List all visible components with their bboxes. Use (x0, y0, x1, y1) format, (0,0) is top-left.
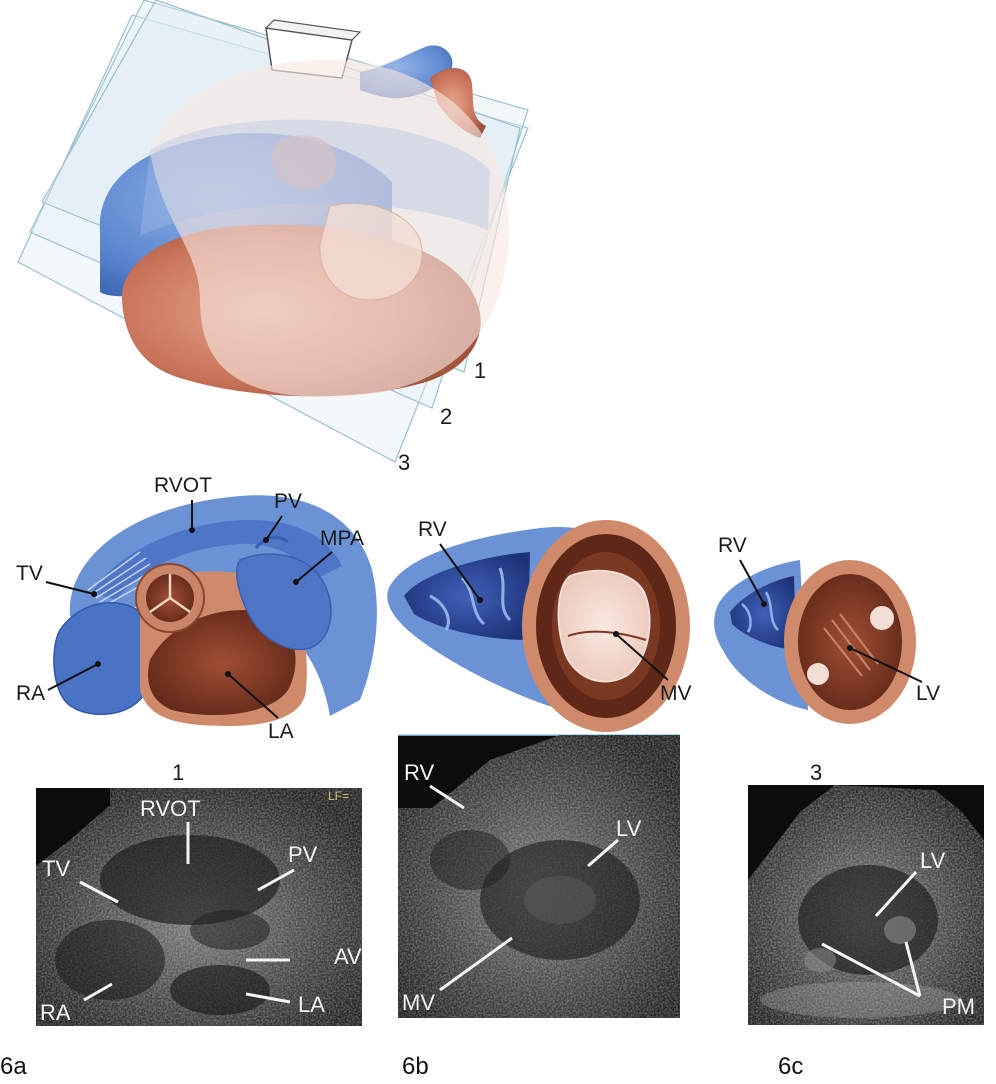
echo-6b-label-mv: MV (402, 990, 435, 1015)
echo-6a-label-rvot: RVOT (140, 796, 201, 821)
label-rv-3: RV (718, 534, 747, 557)
echo-panel-6c: LV PM 6c (748, 785, 984, 1080)
plane-number-1: 1 (474, 358, 486, 383)
mitral-valve-2 (559, 571, 650, 682)
heart-3d-illustration: 1 2 3 (18, 0, 528, 475)
cross-section-3: RV LV 3 (714, 534, 940, 785)
echo-6a-label-pv: PV (288, 842, 318, 867)
plane-number-2: 2 (440, 404, 452, 429)
label-lv-3: LV (916, 682, 940, 705)
lv-cavity-3 (798, 574, 902, 710)
cross-section-1: RVOT PV MPA TV RA LA 1 (16, 474, 377, 785)
label-rv-2: RV (418, 518, 447, 541)
echo-6a-corner-text: LF= (328, 789, 349, 803)
echo-6b-label-rv: RV (404, 760, 434, 785)
section-number-3: 3 (810, 760, 822, 785)
label-rvot: RVOT (154, 474, 212, 497)
echo-panel-6a: LF= RVOT PV TV AV RA LA 6a (0, 788, 362, 1080)
ra-chamber (54, 603, 152, 715)
echo-6c-label-lv: LV (920, 848, 946, 873)
caption-6c: 6c (778, 1053, 803, 1080)
papillary-muscle-1 (870, 606, 894, 630)
label-pv: PV (274, 490, 302, 513)
label-mpa: MPA (320, 527, 364, 550)
echo-6c-label-pm: PM (942, 994, 975, 1019)
section-number-1: 1 (172, 760, 184, 785)
label-tv: TV (16, 562, 43, 585)
echo-panel-6b: RV LV MV 6b (398, 735, 680, 1080)
plane-number-3: 3 (398, 450, 410, 475)
echo-6a-label-tv: TV (42, 856, 70, 881)
echo-6a-label-la: LA (298, 992, 325, 1017)
label-mv-2: MV (660, 682, 692, 705)
echo-6a-label-av: AV (334, 944, 362, 969)
label-ra: RA (16, 682, 45, 705)
caption-6b: 6b (402, 1053, 429, 1080)
caption-6a: 6a (0, 1053, 27, 1080)
echo-6a-label-ra: RA (40, 1000, 71, 1025)
papillary-muscle-2 (807, 663, 829, 685)
label-la: LA (268, 720, 294, 743)
echo-6b-label-lv: LV (616, 816, 642, 841)
